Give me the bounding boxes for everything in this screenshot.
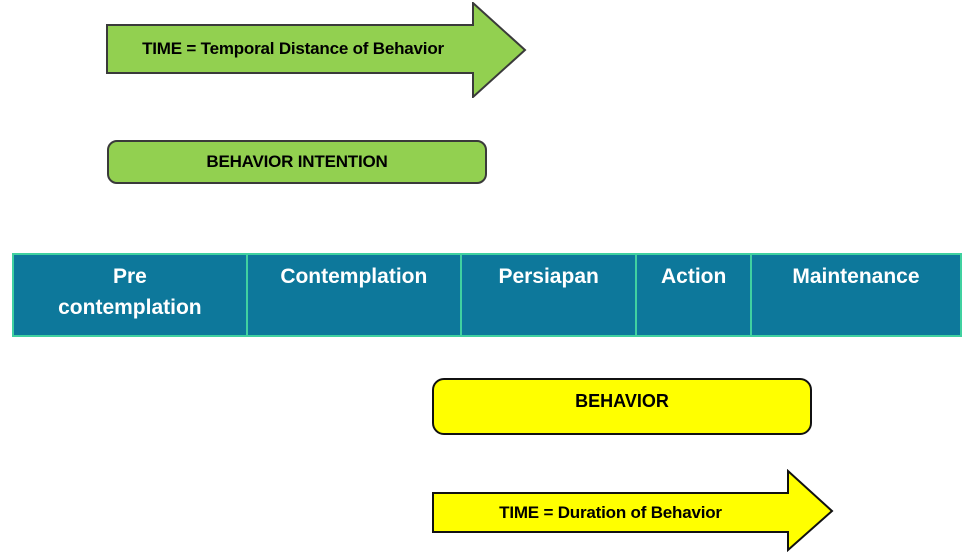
stage-cell-action: Action	[637, 255, 750, 335]
stages-table: Pre contemplation Contemplation Persiapa…	[12, 253, 962, 337]
behavior-intention-box: BEHAVIOR INTENTION	[107, 140, 487, 184]
stage-cell-maintenance: Maintenance	[751, 255, 960, 335]
right-arrow-shape	[432, 469, 834, 552]
duration-arrow	[432, 469, 834, 552]
temporal-distance-arrow-label: TIME = Temporal Distance of Behavior	[142, 39, 444, 58]
duration-arrow-label: TIME = Duration of Behavior	[499, 502, 722, 522]
stage-cell-contemplation: Contemplation	[247, 255, 460, 335]
stage-cell-precontemplation: Pre contemplation	[14, 255, 246, 335]
temporal-distance-arrow	[106, 2, 527, 98]
stage-cell-persiapan: Persiapan	[461, 255, 636, 335]
behavior-box: BEHAVIOR	[432, 378, 812, 435]
right-arrow-shape	[106, 2, 527, 98]
